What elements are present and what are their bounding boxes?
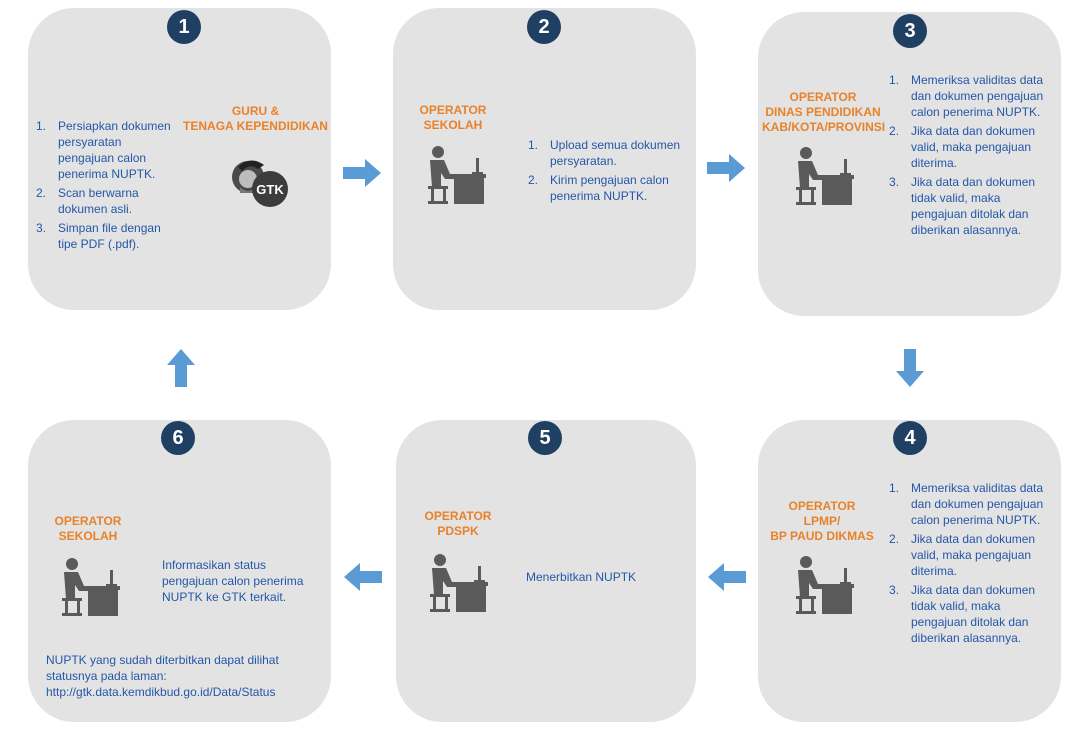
step-2-role: OPERATOR SEKOLAH <box>408 103 498 133</box>
step-6-note: NUPTK yang sudah diterbitkan dapat dilih… <box>46 652 279 700</box>
list-item: 1.Memeriksa validitas data dan dokumen p… <box>889 73 1044 119</box>
step-1-role-line-2: TENAGA KEPENDIDIKAN <box>183 119 328 133</box>
step-6-note-line-2: statusnya pada laman: <box>46 669 167 683</box>
step-5-role-line-1: OPERATOR <box>424 509 492 523</box>
step-1-badge: 1 <box>167 10 201 44</box>
step-4-role-line-1: OPERATOR <box>788 499 856 513</box>
worker-icon <box>792 552 856 616</box>
list-item: 2.Jika data dan dokumen valid, maka peng… <box>889 532 1036 578</box>
step-2-card <box>393 8 696 310</box>
gtk-logo-text: GTK <box>256 182 284 197</box>
step-2-list: 1.Upload semua dokumen persyaratan. 2.Ki… <box>528 137 692 207</box>
step-1-role: GURU & TENAGA KEPENDIDIKAN <box>183 104 328 134</box>
step-6-text-line-3: NUPTK ke GTK terkait. <box>162 590 287 604</box>
arrow-down-icon <box>896 349 924 387</box>
step-6-role: OPERATOR SEKOLAH <box>44 514 132 544</box>
arrow-left-icon <box>344 563 382 591</box>
status-url-text: http://gtk.data.kemdikbud.go.id/Data/Sta… <box>46 685 276 699</box>
list-item: 2.Kirim pengajuan calon penerima NUPTK. <box>528 173 669 203</box>
list-item: 3.Jika data dan dokumen tidak valid, mak… <box>889 583 1036 645</box>
step-6-role-line-2: SEKOLAH <box>58 529 118 543</box>
list-item: 3.Simpan file dengan tipe PDF (.pdf). <box>36 221 161 251</box>
step-6-text-line-1: Informasikan status <box>162 558 267 572</box>
step-2-badge: 2 <box>527 10 561 44</box>
list-item: 3.Jika data dan dokumen tidak valid, mak… <box>889 175 1036 237</box>
list-item: 1.Memeriksa validitas data dan dokumen p… <box>889 481 1044 527</box>
worker-icon <box>424 142 488 206</box>
step-5-role: OPERATOR PDSPK <box>414 509 502 539</box>
step-4-list: 1.Memeriksa validitas data dan dokumen p… <box>889 480 1057 649</box>
step-5-badge: 5 <box>528 421 562 455</box>
list-item: 1.Upload semua dokumen persyaratan. <box>528 138 681 168</box>
step-2-role-line-2: SEKOLAH <box>423 118 483 132</box>
list-item: 1.Persiapkan dokumen persyaratan pengaju… <box>36 119 171 181</box>
step-5-text: Menerbitkan NUPTK <box>526 570 637 584</box>
step-6-badge: 6 <box>161 421 195 455</box>
step-1-role-line-1: GURU & <box>231 104 280 118</box>
step-1-card <box>28 8 331 310</box>
step-4-role-line-3: BP PAUD DIKMAS <box>770 529 874 543</box>
step-2-role-line-1: OPERATOR <box>419 103 487 117</box>
step-3-role: OPERATOR DINAS PENDIDIKAN KAB/KOTA/PROVI… <box>762 90 886 135</box>
arrow-left-icon <box>708 563 746 591</box>
list-item: 2.Scan berwarna dokumen asli. <box>36 186 139 216</box>
step-4-role-line-2: LPMP/ <box>803 514 841 528</box>
step-6-card <box>28 420 331 722</box>
step-4-role: OPERATOR LPMP/ BP PAUD DIKMAS <box>762 499 882 544</box>
arrow-right-icon <box>343 159 381 187</box>
gtk-logo-icon: GTK <box>232 160 288 207</box>
step-3-role-line-1: OPERATOR <box>789 90 857 104</box>
arrow-right-icon <box>707 154 745 182</box>
step-4-badge: 4 <box>893 421 927 455</box>
arrow-up-icon <box>167 349 195 387</box>
worker-icon <box>58 554 122 618</box>
step-3-list: 1.Memeriksa validitas data dan dokumen p… <box>889 72 1057 241</box>
worker-icon <box>792 143 856 207</box>
step-6-role-line-1: OPERATOR <box>54 514 122 528</box>
worker-icon <box>426 550 490 614</box>
step-6-text: Informasikan status pengajuan calon pene… <box>162 557 303 605</box>
step-5-role-line-2: PDSPK <box>437 524 479 538</box>
step-6-text-line-2: pengajuan calon penerima <box>162 574 304 588</box>
step-1-list: 1.Persiapkan dokumen persyaratan pengaju… <box>36 118 180 255</box>
step-3-badge: 3 <box>893 14 927 48</box>
step-6-note-line-1: NUPTK yang sudah diterbitkan dapat dilih… <box>46 653 279 667</box>
step-3-role-line-3: KAB/KOTA/PROVINSI <box>762 120 886 134</box>
step-3-role-line-2: DINAS PENDIDIKAN <box>765 105 881 119</box>
list-item: 2.Jika data dan dokumen valid, maka peng… <box>889 124 1036 170</box>
